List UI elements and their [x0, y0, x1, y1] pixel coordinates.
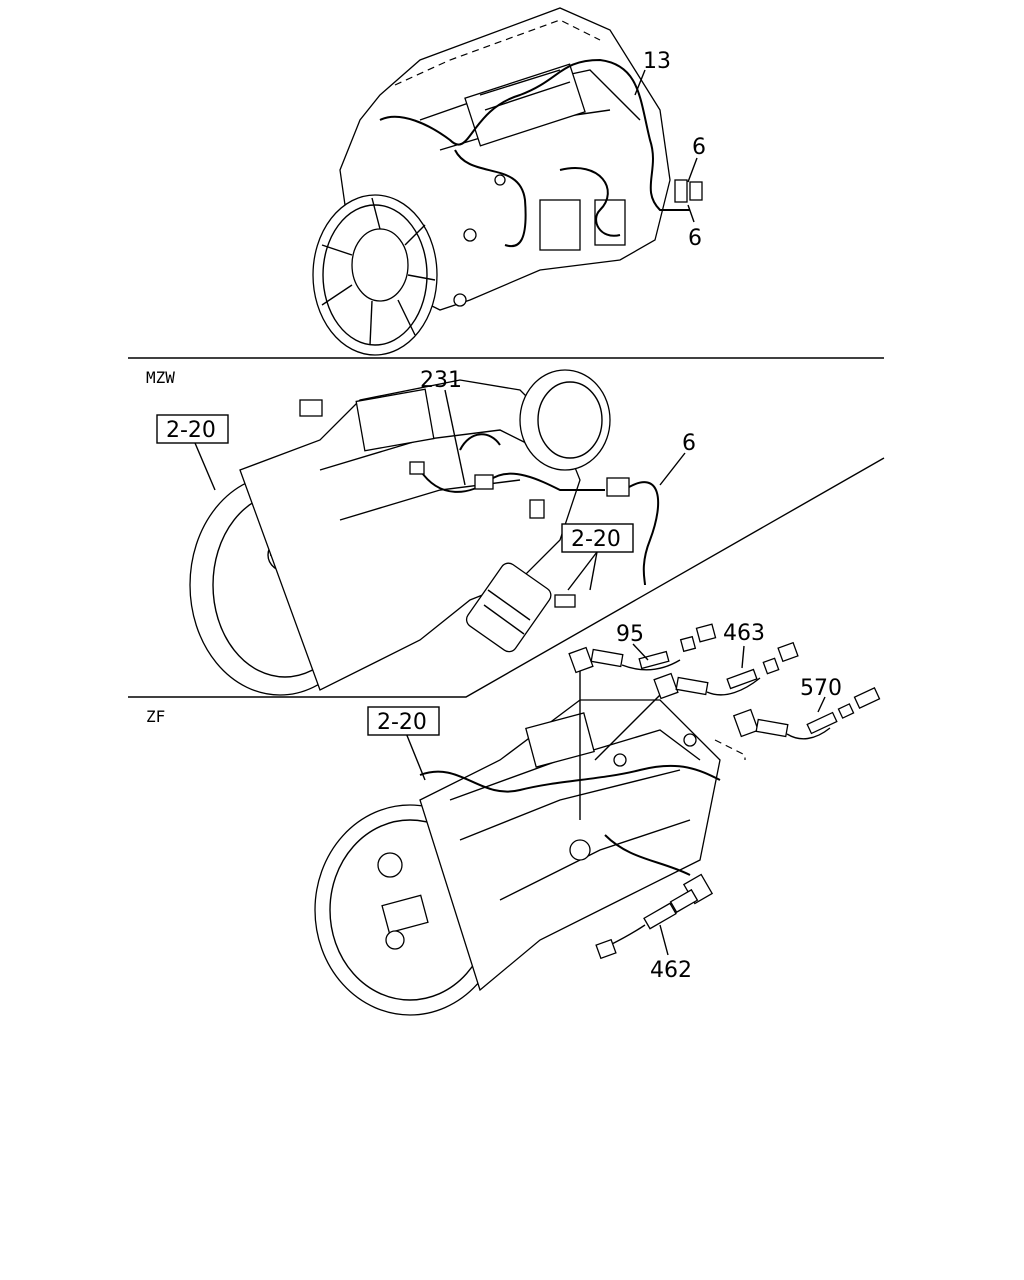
svg-text:2-20: 2-20: [377, 710, 427, 735]
mzw-transmission: [189, 369, 660, 696]
sensor-95: [568, 623, 717, 674]
engine-assembly: [312, 7, 703, 356]
callout-6-upper: 6: [692, 135, 706, 160]
reference-box-mzw-left: 2-20: [156, 414, 229, 444]
svg-text:2-20: 2-20: [166, 418, 216, 443]
callout-6-mzw: 6: [682, 431, 696, 456]
callout-462: 462: [650, 958, 692, 983]
sensor-570: [732, 687, 881, 740]
reference-box-zf: 2-20: [367, 706, 440, 736]
callout-13: 13: [643, 49, 671, 74]
sensor-462: [595, 873, 714, 960]
sensor-463: [653, 641, 799, 700]
callout-95: 95: [616, 622, 644, 647]
reference-box-mzw-right: 2-20: [561, 523, 634, 553]
section-label-zf: ZF: [146, 707, 165, 726]
callout-6-lower: 6: [688, 226, 702, 251]
zf-transmission: [314, 660, 746, 1016]
callout-463: 463: [723, 621, 765, 646]
leader-lines: [194, 69, 826, 956]
callout-570: 570: [800, 676, 842, 701]
divider-middle: [128, 457, 885, 698]
section-label-mzw: MZW: [146, 368, 175, 387]
svg-text:2-20: 2-20: [571, 527, 621, 552]
callout-231: 231: [420, 368, 462, 393]
